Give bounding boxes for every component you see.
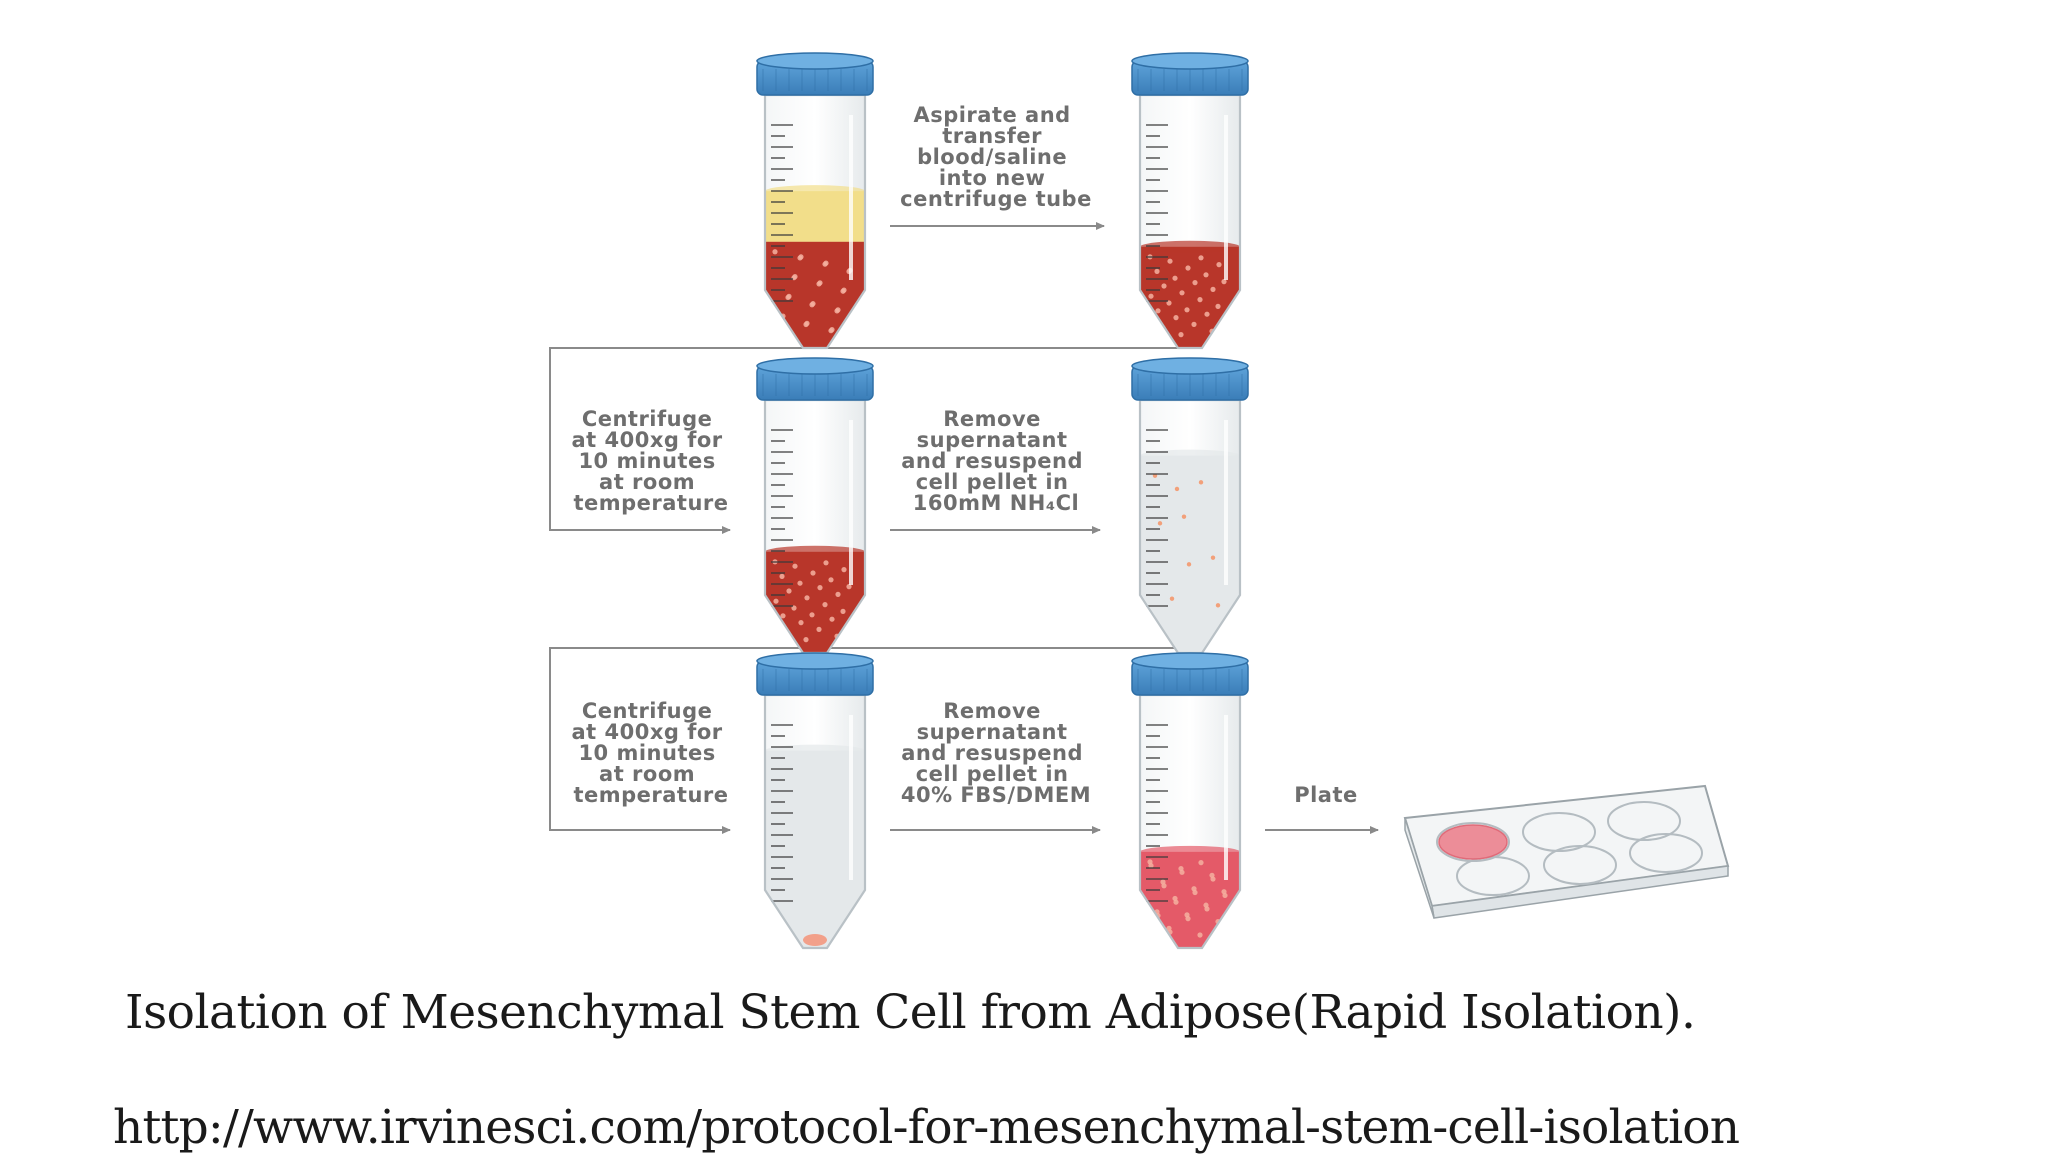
tube-resuspended-fbs-icon — [1131, 652, 1249, 950]
label-resuspend-1: Remove supernatant and resuspend cell pe… — [901, 407, 1091, 515]
tube-centrifuged-1-icon — [756, 357, 874, 655]
label-resuspend-2: Remove supernatant and resuspend cell pe… — [901, 699, 1091, 807]
tube-cap-icon — [756, 652, 874, 696]
label-aspirate: Aspirate and transfer blood/saline into … — [900, 103, 1092, 211]
figure-caption: Isolation of Mesenchymal Stem Cell from … — [125, 985, 1696, 1040]
plated-well — [1438, 824, 1508, 860]
culture-plate-icon — [1403, 784, 1730, 919]
tube-blood-saline-icon — [1131, 52, 1249, 350]
tube-cap-icon — [756, 52, 874, 96]
tube-centrifuged-2-icon — [756, 652, 874, 950]
tube-cap-icon — [1131, 357, 1249, 401]
label-centrifuge-1: Centrifuge at 400xg for 10 minutes at ro… — [572, 407, 731, 515]
tube-cap-icon — [1131, 52, 1249, 96]
tube-cap-icon — [1131, 652, 1249, 696]
tube-cap-icon — [756, 357, 874, 401]
tube-resuspended-nh4cl-icon — [1131, 357, 1249, 655]
label-centrifuge-2: Centrifuge at 400xg for 10 minutes at ro… — [572, 699, 731, 807]
source-url[interactable]: http://www.irvinesci.com/protocol-for-me… — [113, 1100, 1740, 1155]
tube-fat-blood-icon — [756, 52, 874, 350]
label-plate: Plate — [1294, 783, 1358, 807]
tubes — [756, 52, 1249, 950]
